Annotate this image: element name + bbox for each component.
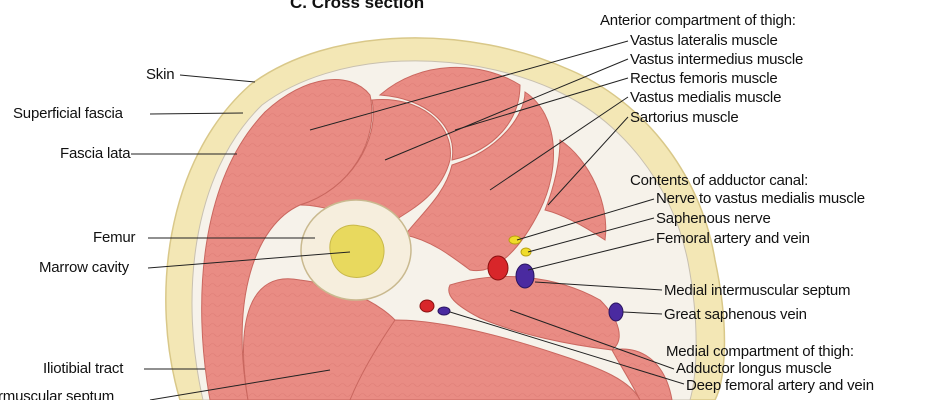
- label-anterior-compartment: Anterior compartment of thigh:: [600, 12, 796, 29]
- label-vastus-intermedius: Vastus intermedius muscle: [630, 51, 803, 68]
- label-rectus-femoris: Rectus femoris muscle: [630, 70, 778, 87]
- label-fascia-lata: Fascia lata: [60, 145, 130, 162]
- label-great-saphenous-vein: Great saphenous vein: [664, 306, 807, 323]
- label-vastus-lateralis: Vastus lateralis muscle: [630, 32, 778, 49]
- label-nerve-vastus-medialis: Nerve to vastus medialis muscle: [656, 190, 865, 207]
- diagram-title: C. Cross section: [290, 0, 424, 13]
- label-saphenous-nerve: Saphenous nerve: [656, 210, 771, 227]
- label-sartorius: Sartorius muscle: [630, 109, 739, 126]
- femoral-vein-shape: [516, 264, 534, 288]
- marrow-cavity-shape: [330, 225, 384, 277]
- label-vastus-medialis: Vastus medialis muscle: [630, 89, 781, 106]
- label-deep-femoral: Deep femoral artery and vein: [686, 377, 874, 394]
- label-medial-intermuscular-septum: Medial intermuscular septum: [664, 282, 850, 299]
- label-adductor-longus: Adductor longus muscle: [676, 360, 832, 377]
- label-adductor-canal: Contents of adductor canal:: [630, 172, 808, 189]
- label-femoral-artery-vein: Femoral artery and vein: [656, 230, 810, 247]
- label-superficial-fascia: Superficial fascia: [13, 105, 123, 122]
- label-medial-compartment: Medial compartment of thigh:: [666, 343, 854, 360]
- label-femur: Femur: [93, 229, 135, 246]
- deep-femoral-artery-shape: [420, 300, 434, 312]
- label-iliotibial-tract: Iliotibial tract: [43, 360, 123, 377]
- femoral-artery-shape: [488, 256, 508, 280]
- label-intermuscular-septum: rmuscular septum: [0, 388, 114, 400]
- label-skin: Skin: [146, 66, 174, 83]
- label-marrow-cavity: Marrow cavity: [39, 259, 129, 276]
- deep-femoral-vein-shape: [438, 307, 450, 315]
- nerve-to-vastus-shape: [509, 236, 521, 244]
- great-saphenous-vein-shape: [609, 303, 623, 321]
